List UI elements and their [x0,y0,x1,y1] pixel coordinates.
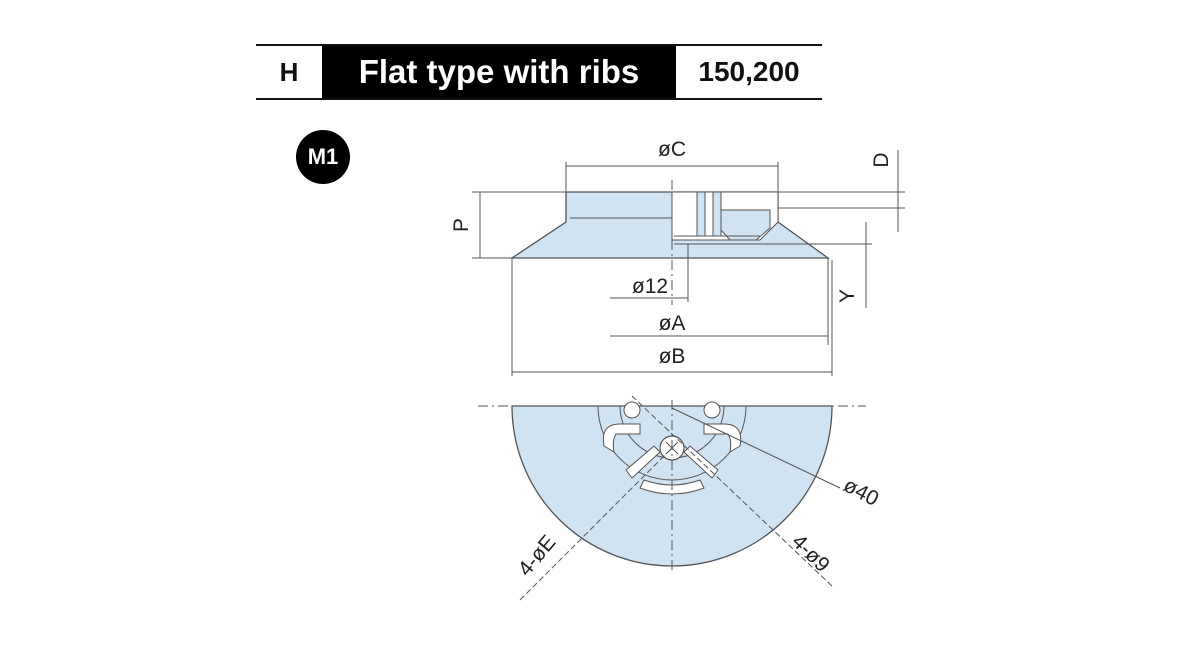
label-a: øA [659,312,686,335]
size-range: 150,200 [698,56,800,87]
label-d40: ø40 [840,474,883,511]
model-badge: M1 [296,130,350,184]
fitting-flange [720,209,771,241]
title-rule-top [256,44,822,46]
rib-slot [703,423,742,453]
title-bar: H Flat type with ribs 150,200 [256,44,822,100]
rib-slot [625,445,661,479]
title-rule-bottom [256,98,822,100]
type-code: H [279,56,299,87]
bottom-view: ø40 4-øE 4-ø9 [478,395,883,601]
fitting-wall-left [696,191,706,237]
label-e: 4-øE [514,531,561,581]
label-d12: ø12 [632,275,668,298]
side-view: øC D P Y ø12 øA øB [450,138,905,376]
label-c: øC [658,138,686,161]
d40-leader [671,407,841,489]
label-p: P [450,218,473,232]
type-name: Flat type with ribs [322,46,676,98]
fitting-wall-right [712,191,722,237]
label-d: D [870,152,893,167]
rib-slot [602,423,641,453]
label-b: øB [659,345,686,368]
mount-hole [623,401,641,419]
mount-hole [703,401,721,419]
d9-leader [631,395,833,587]
label-y: Y [836,289,859,303]
label-d9: 4-ø9 [787,530,834,577]
cup-body [509,191,831,259]
